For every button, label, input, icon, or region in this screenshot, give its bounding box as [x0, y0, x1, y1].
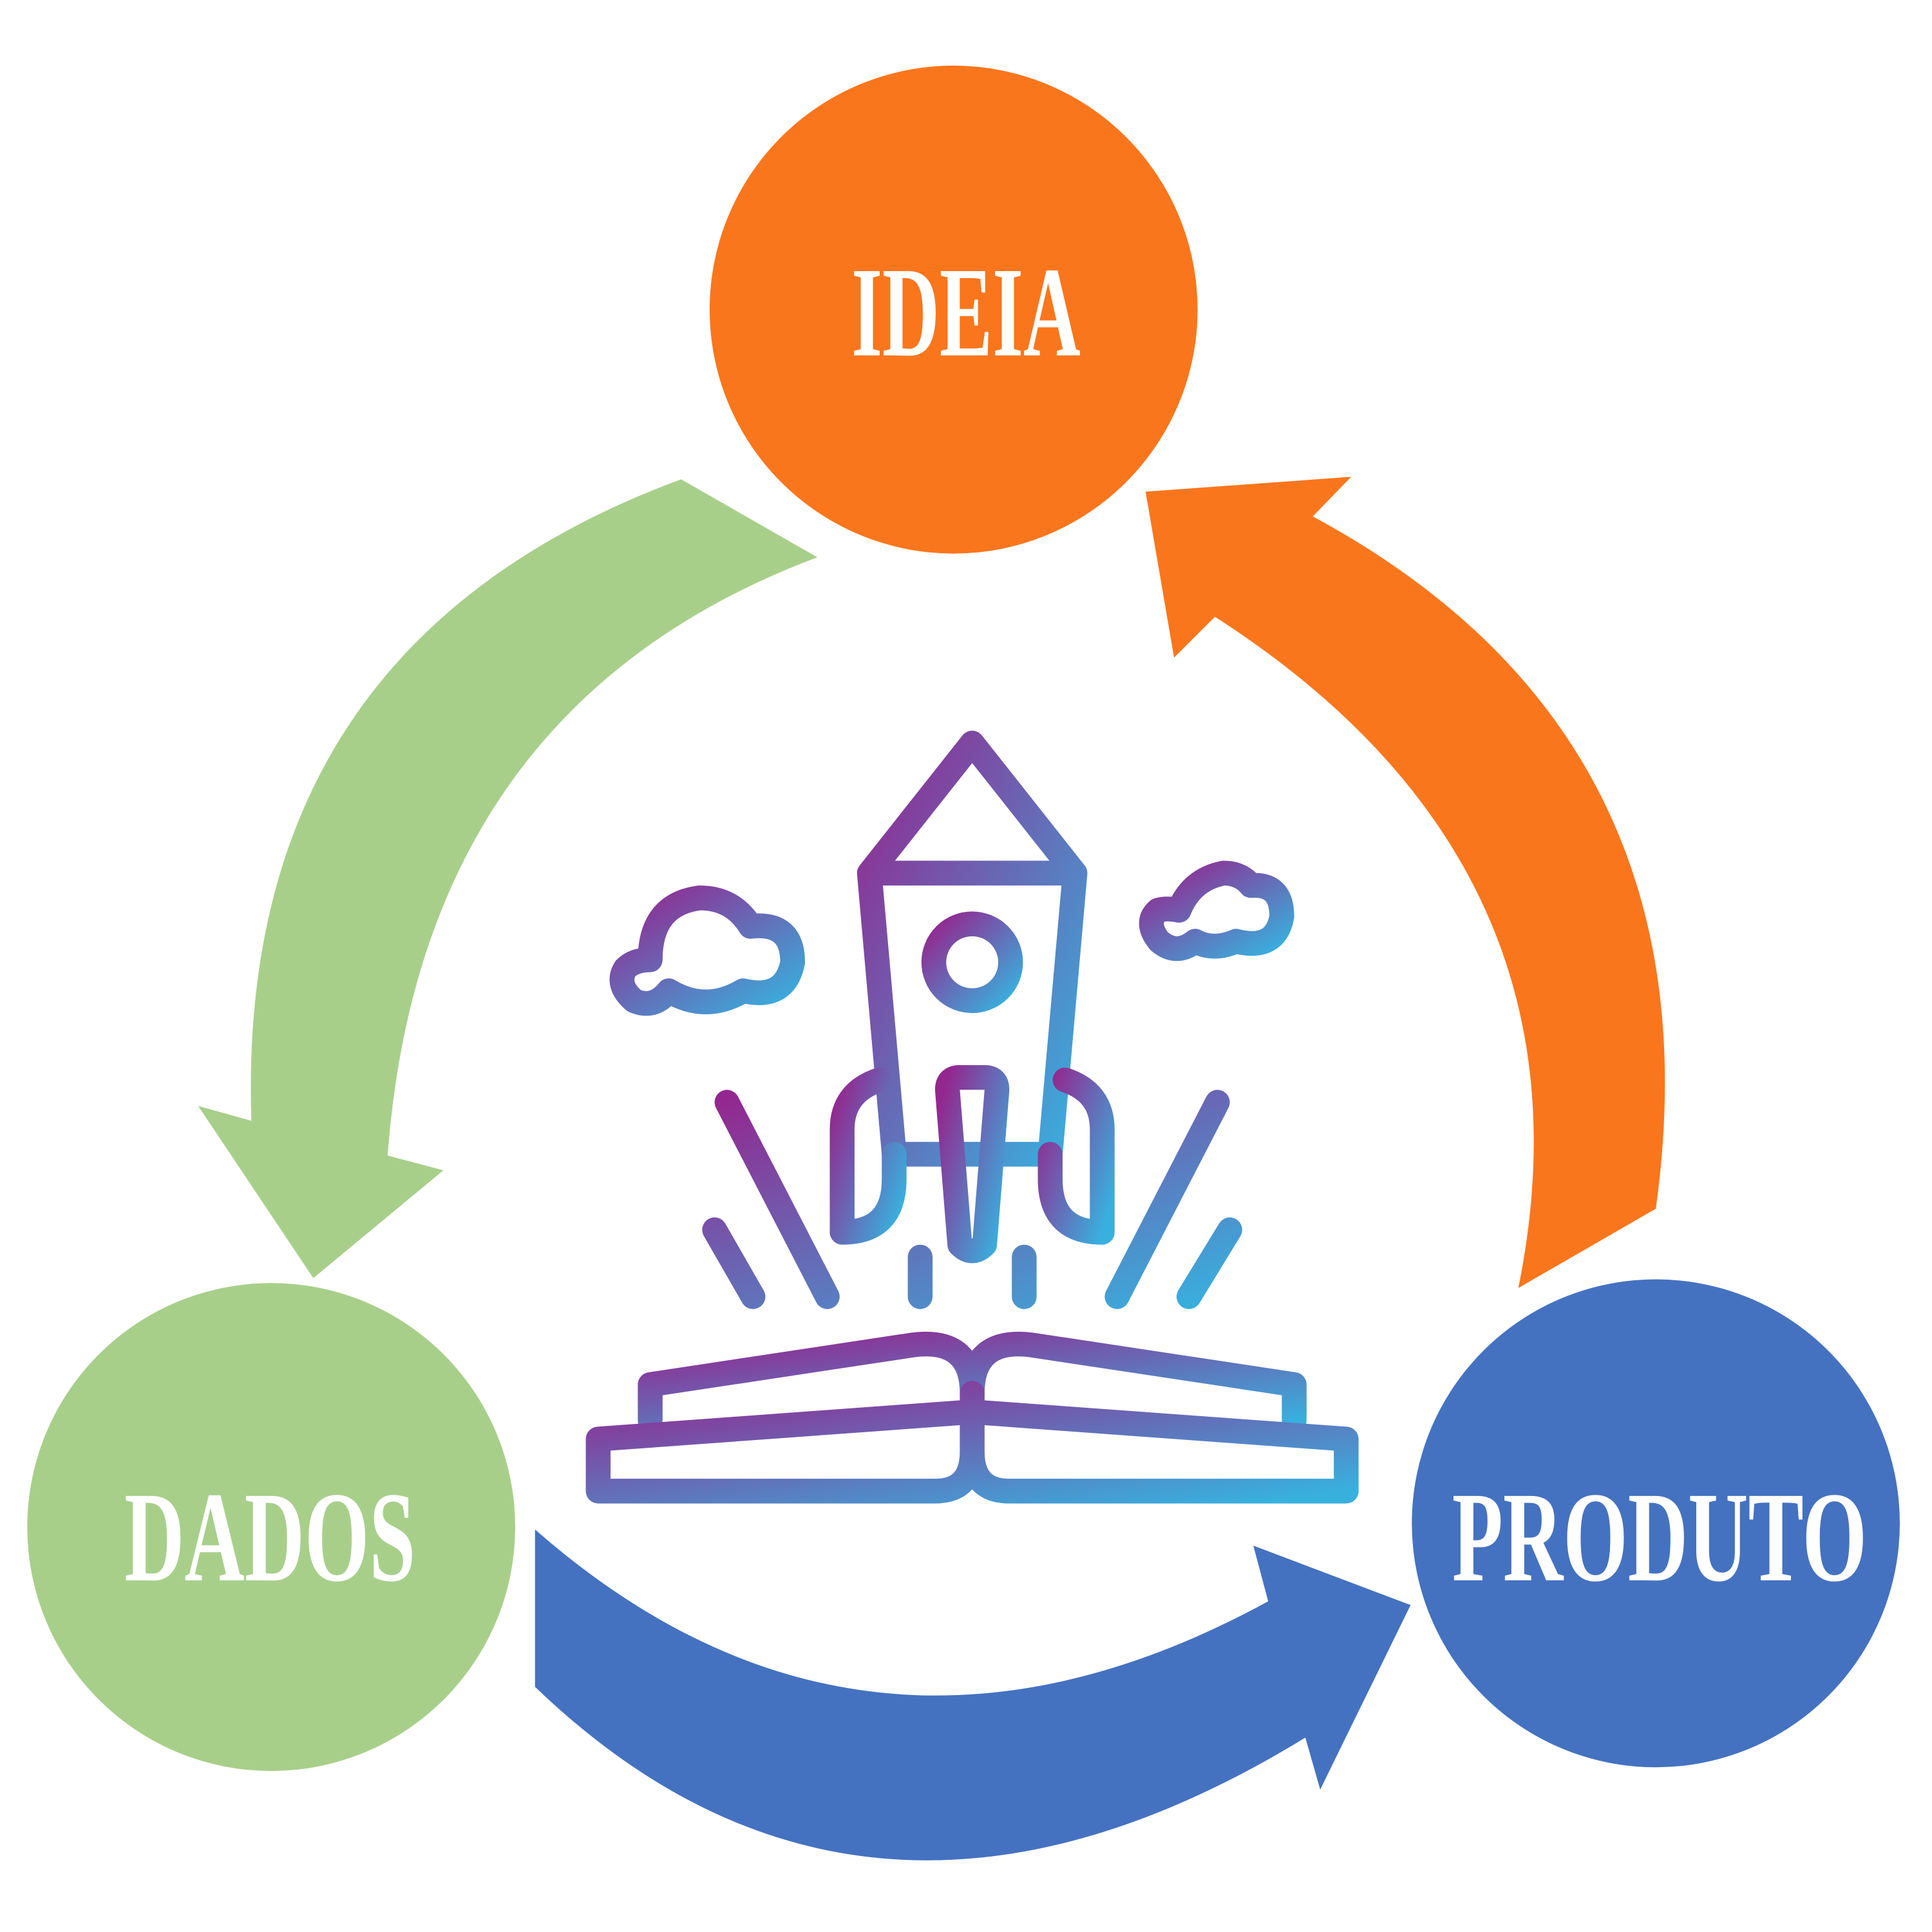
arrow-dados-to-produto [535, 1530, 1411, 1861]
node-label-dados: DADOS [124, 1466, 415, 1609]
node-label-produto: PRODUTO [1452, 1466, 1867, 1609]
node-produto: PRODUTO [1412, 1279, 1900, 1768]
node-ideia: IDEIA [709, 65, 1198, 554]
node-dados: DADOS [27, 1283, 516, 1771]
arrow-produto-to-ideia [1145, 477, 1665, 1288]
node-label-ideia: IDEIA [851, 242, 1081, 384]
rocket-launch-from-book-icon [585, 730, 1359, 1504]
arrow-ideia-to-dados [198, 479, 818, 1278]
